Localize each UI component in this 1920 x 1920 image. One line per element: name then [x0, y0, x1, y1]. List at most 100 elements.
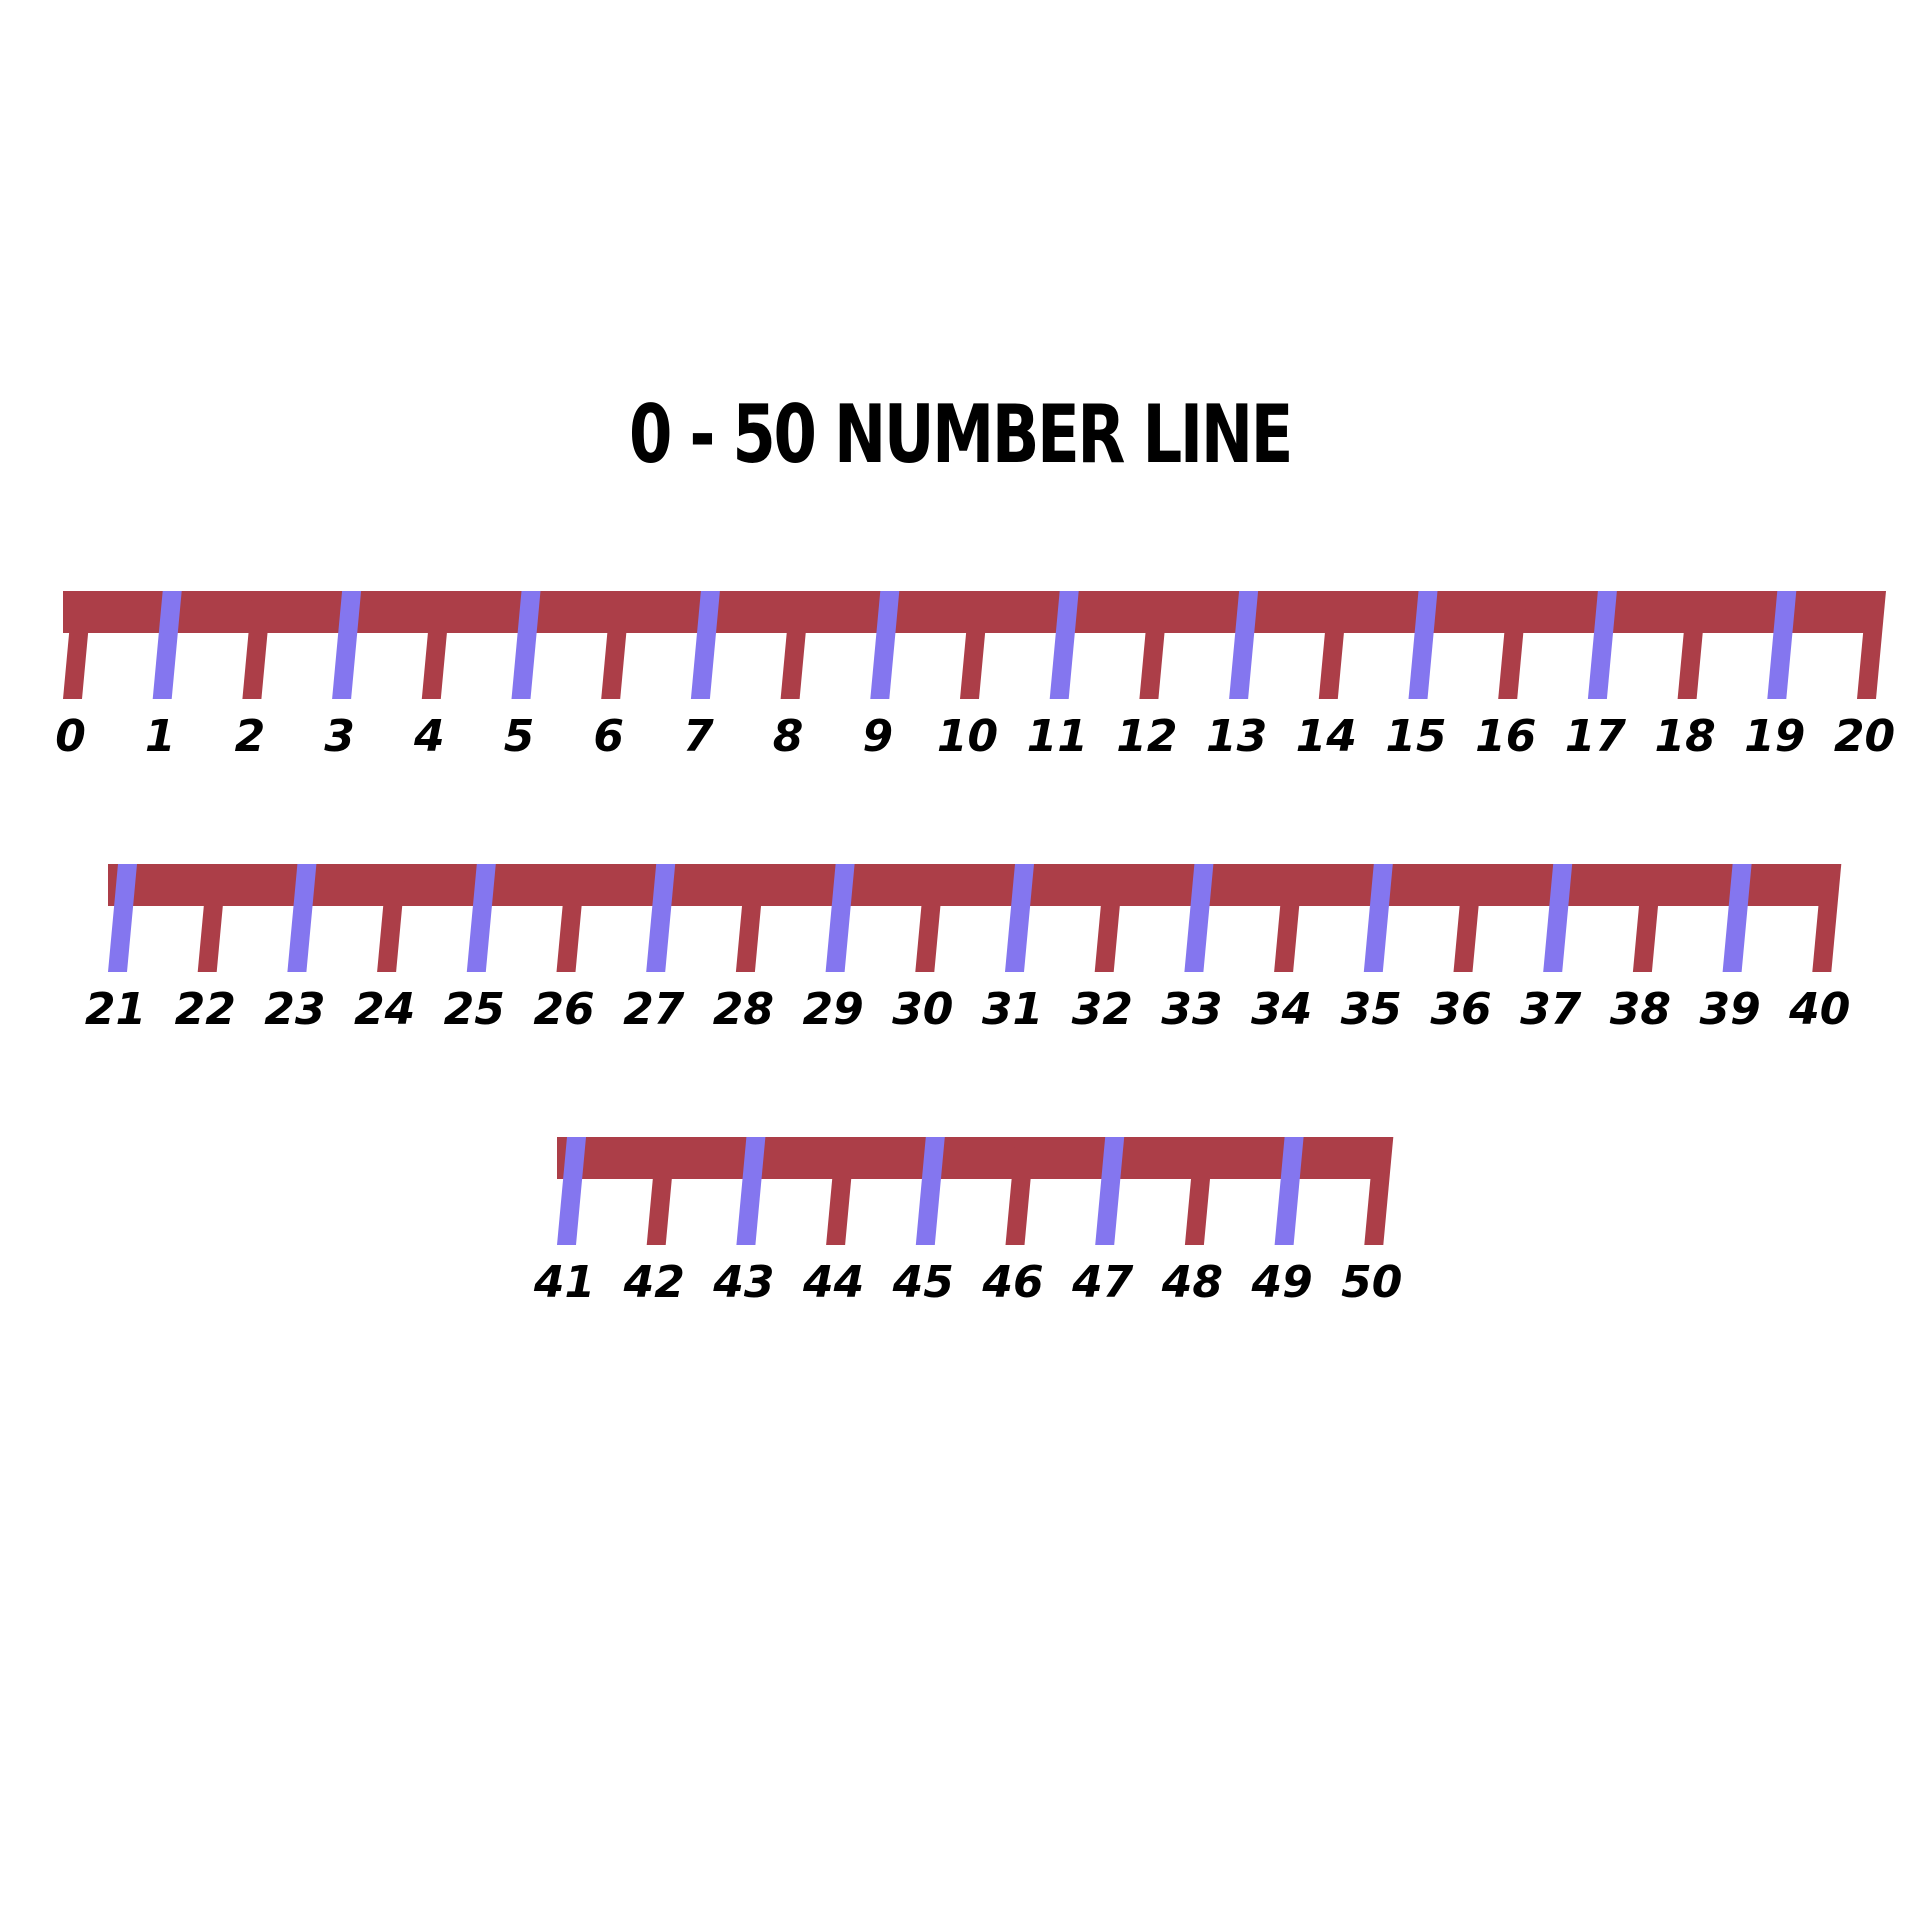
- tick-17: [1587, 591, 1617, 699]
- tick-label-35: 35: [1341, 984, 1402, 1035]
- tick-label-49: 49: [1250, 1257, 1312, 1308]
- tick-label-44: 44: [802, 1257, 864, 1308]
- tick-22: [197, 864, 227, 972]
- tick-49: [1274, 1137, 1304, 1245]
- tick-44: [826, 1137, 856, 1245]
- tick-label-9: 9: [862, 711, 893, 762]
- tick-label-47: 47: [1071, 1257, 1134, 1308]
- tick-14: [1318, 591, 1348, 699]
- tick-label-38: 38: [1610, 984, 1671, 1035]
- tick-label-28: 28: [713, 984, 774, 1035]
- tick-27: [646, 864, 676, 972]
- tick-32: [1094, 864, 1124, 972]
- tick-label-39: 39: [1699, 984, 1760, 1035]
- tick-1: [152, 591, 182, 699]
- tick-label-46: 46: [981, 1257, 1043, 1308]
- tick-label-20: 20: [1834, 711, 1895, 762]
- tick-label-41: 41: [533, 1257, 595, 1308]
- tick-4: [421, 591, 451, 699]
- tick-label-48: 48: [1161, 1257, 1223, 1308]
- tick-15: [1408, 591, 1438, 699]
- tick-label-19: 19: [1744, 711, 1805, 762]
- tick-0: [63, 591, 92, 699]
- tick-2: [242, 591, 272, 699]
- tick-label-33: 33: [1161, 984, 1222, 1035]
- tick-label-5: 5: [504, 711, 535, 762]
- tick-20: [1857, 591, 1886, 699]
- tick-42: [646, 1137, 676, 1245]
- tick-3: [332, 591, 362, 699]
- tick-label-8: 8: [773, 711, 804, 762]
- tick-label-22: 22: [175, 984, 236, 1035]
- tick-label-0: 0: [55, 711, 86, 762]
- tick-label-23: 23: [264, 984, 325, 1035]
- tick-label-50: 50: [1341, 1257, 1402, 1308]
- tick-21: [108, 864, 137, 972]
- tick-9: [870, 591, 900, 699]
- tick-37: [1543, 864, 1573, 972]
- tick-label-7: 7: [683, 711, 714, 762]
- tick-34: [1274, 864, 1304, 972]
- tick-13: [1229, 591, 1259, 699]
- tick-18: [1677, 591, 1707, 699]
- tick-41: [557, 1137, 586, 1245]
- tick-label-21: 21: [85, 984, 146, 1035]
- tick-label-37: 37: [1520, 984, 1582, 1035]
- tick-38: [1632, 864, 1662, 972]
- tick-label-25: 25: [444, 984, 505, 1035]
- tick-label-34: 34: [1251, 984, 1312, 1035]
- page-title: 0 - 50 NUMBER LINE: [628, 388, 1293, 481]
- tick-label-14: 14: [1296, 711, 1357, 762]
- tick-label-17: 17: [1565, 711, 1627, 762]
- tick-46: [1005, 1137, 1035, 1245]
- tick-24: [377, 864, 407, 972]
- tick-label-2: 2: [235, 711, 266, 762]
- tick-label-45: 45: [892, 1257, 954, 1308]
- tick-label-32: 32: [1072, 984, 1133, 1035]
- tick-label-13: 13: [1206, 711, 1267, 762]
- tick-50: [1364, 1137, 1394, 1245]
- tick-25: [466, 864, 496, 972]
- tick-43: [736, 1137, 766, 1245]
- tick-label-10: 10: [937, 711, 998, 762]
- number-line-bar: [108, 864, 1840, 906]
- tick-19: [1767, 591, 1797, 699]
- tick-12: [1139, 591, 1169, 699]
- tick-36: [1453, 864, 1483, 972]
- tick-label-42: 42: [623, 1257, 685, 1308]
- tick-48: [1184, 1137, 1214, 1245]
- tick-11: [1049, 591, 1079, 699]
- tick-label-15: 15: [1385, 711, 1446, 762]
- tick-label-29: 29: [802, 984, 863, 1035]
- tick-label-11: 11: [1027, 711, 1088, 762]
- tick-8: [780, 591, 810, 699]
- tick-28: [735, 864, 765, 972]
- tick-33: [1184, 864, 1214, 972]
- tick-35: [1363, 864, 1393, 972]
- tick-label-1: 1: [145, 711, 176, 762]
- tick-label-31: 31: [982, 984, 1043, 1035]
- tick-47: [1095, 1137, 1125, 1245]
- tick-10: [960, 591, 989, 699]
- tick-label-27: 27: [623, 984, 685, 1035]
- tick-45: [915, 1137, 945, 1245]
- tick-label-18: 18: [1654, 711, 1715, 762]
- tick-39: [1722, 864, 1752, 972]
- tick-label-30: 30: [892, 984, 953, 1035]
- tick-label-3: 3: [324, 711, 355, 762]
- tick-30: [915, 864, 945, 972]
- tick-label-26: 26: [533, 984, 594, 1035]
- number-line-bar: [557, 1137, 1392, 1179]
- tick-6: [601, 591, 631, 699]
- tick-16: [1498, 591, 1528, 699]
- tick-label-12: 12: [1116, 711, 1177, 762]
- tick-label-40: 40: [1788, 984, 1850, 1035]
- tick-label-24: 24: [354, 984, 415, 1035]
- tick-5: [511, 591, 541, 699]
- tick-label-6: 6: [593, 711, 624, 762]
- tick-7: [690, 591, 720, 699]
